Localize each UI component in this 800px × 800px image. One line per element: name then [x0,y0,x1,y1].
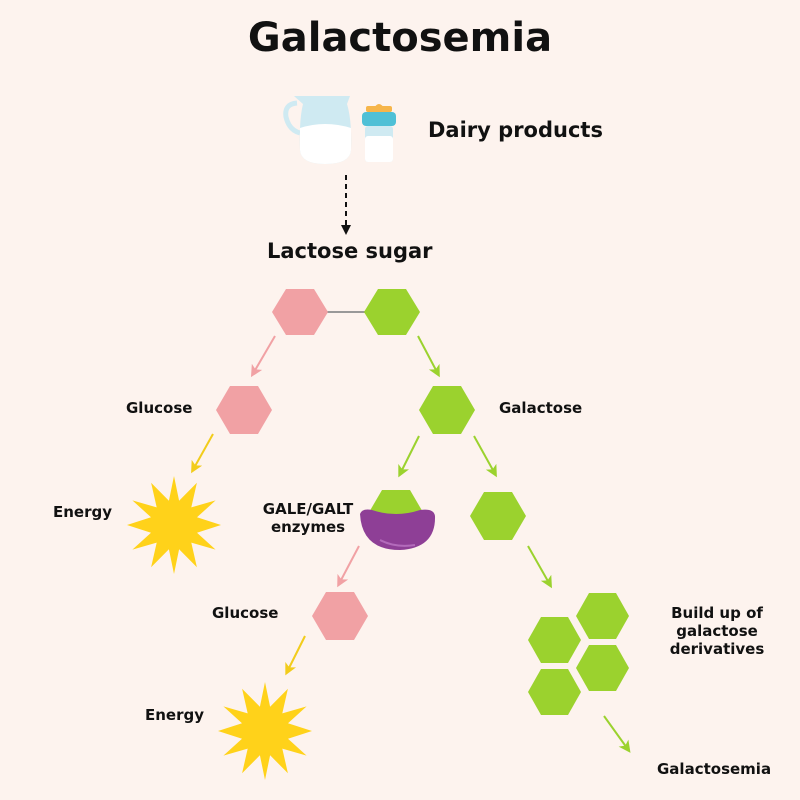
page-title: Galactosemia [247,15,553,61]
galactosemia-outcome-label: Galactosemia [657,760,772,778]
buildup-label-line2: galactose [676,622,758,640]
buildup-hexagon-1 [576,593,629,639]
glucose-hexagon-2 [312,592,368,640]
arrow-to-energy-1 [191,433,214,474]
buildup-hexagon-3 [576,645,629,691]
energy-label-1: Energy [53,503,113,521]
enzyme-icon [360,509,436,550]
energy-star-1 [127,476,221,574]
energy-label-2: Energy [145,706,205,724]
glucose-hexagon-1 [216,386,272,434]
energy-star-2 [218,682,312,780]
arrow-to-enzyme [398,435,420,478]
arrow-to-buildup [527,545,552,589]
gale-galt-label-line1: GALE/GALT [262,500,354,518]
buildup-label-line1: Build up of [671,604,763,622]
gale-galt-enzymes-label: GALE/GALT enzymes [258,500,358,536]
arrow-to-free-galactose [473,435,497,478]
arrow-to-galactosemia [603,715,631,753]
arrow-to-galactose [417,335,440,378]
glucose-label-2: Glucose [212,604,279,622]
buildup-label-line3: derivatives [669,640,765,658]
gale-galt-label-line2: enzymes [270,518,346,536]
buildup-hexagon-2 [528,617,581,663]
galactose-label: Galactose [499,399,583,417]
glucose-label-1: Glucose [126,399,193,417]
arrow-to-glucose [250,335,276,378]
arrow-to-glucose-2 [337,545,360,588]
enzyme-shine [379,539,416,547]
lactose-galactose-hexagon [364,289,420,335]
milk-jug-icon [283,96,352,164]
baby-bottle-icon [362,104,396,162]
free-galactose-hexagon [470,492,526,540]
dairy-products-label: Dairy products [428,118,603,142]
buildup-label: Build up of galactose derivatives [662,604,772,658]
buildup-hexagon-4 [528,669,581,715]
arrow-to-energy-2 [285,635,306,676]
lactose-sugar-label: Lactose sugar [267,239,433,263]
galactose-hexagon [419,386,475,434]
lactose-glucose-hexagon [272,289,328,335]
